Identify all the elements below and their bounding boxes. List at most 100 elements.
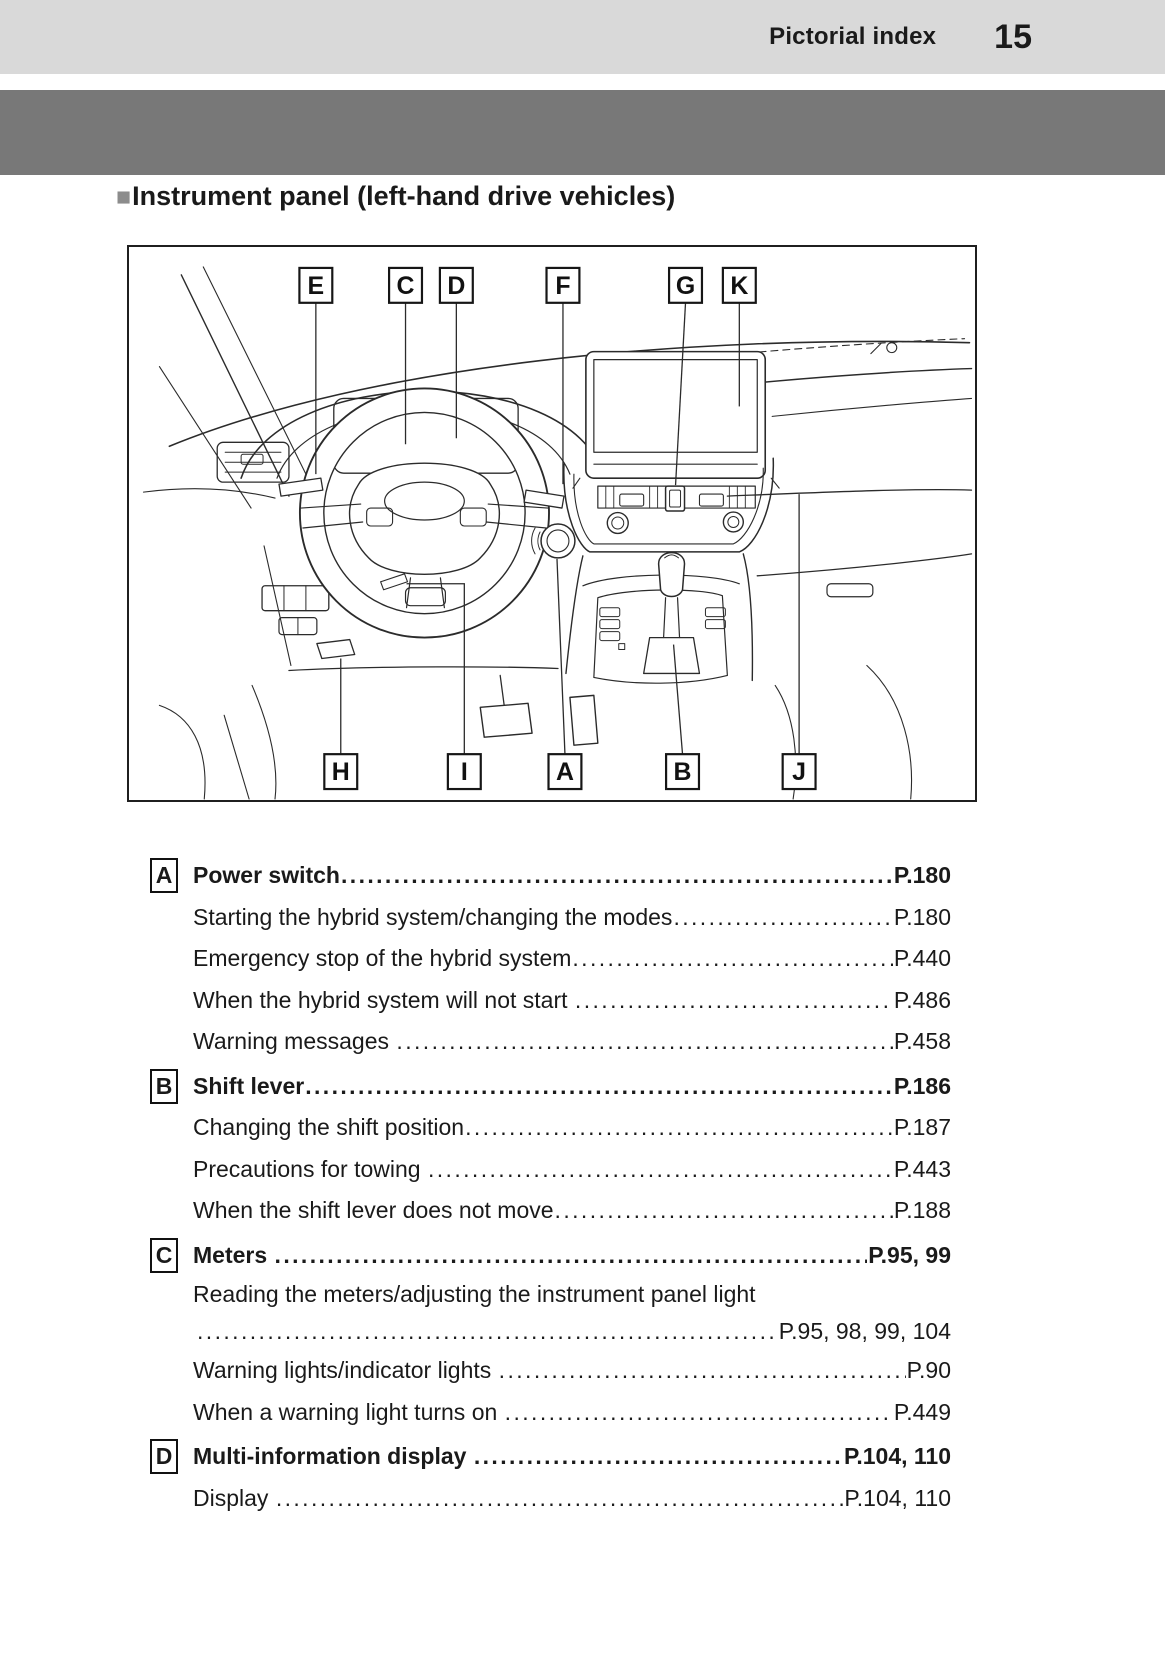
dot-leader (428, 1156, 893, 1183)
callout-b: B (664, 753, 701, 791)
index-entry-continuation: P.95, 98, 99, 104 (150, 1312, 951, 1350)
callout-c-label: C (397, 272, 415, 300)
callout-a: A (547, 753, 583, 791)
dot-leader (572, 945, 892, 972)
letter-badge-text: A (155, 862, 173, 889)
index-entry: Precautions for towing P.443 (150, 1149, 951, 1191)
index-entry: Reading the meters/adjusting the instrum… (150, 1276, 951, 1312)
dot-leader (555, 1197, 893, 1224)
dashboard-line-art (142, 266, 973, 800)
page-ref: P.486 (893, 986, 951, 1013)
page-ref: P.449 (893, 1398, 951, 1425)
page-ref: P.95, 99 (868, 1241, 951, 1268)
callout-leader-lines (315, 302, 800, 755)
page-ref: P.443 (893, 1155, 951, 1182)
callout-i-label: I (461, 758, 468, 786)
index-entry: Warning lights/indicator lights P.90 (150, 1350, 951, 1392)
entry-title: When a warning light turns on (193, 1398, 504, 1425)
callout-h: H (323, 753, 359, 791)
dot-leader (275, 1242, 868, 1269)
index-entry: Emergency stop of the hybrid system P.44… (150, 938, 951, 980)
entry-title: Power switch (193, 862, 340, 889)
index-entry: Display P.104, 110 (150, 1478, 951, 1520)
letter-badge-text: C (155, 1241, 173, 1268)
callout-g: G (667, 266, 704, 304)
dot-leader (341, 862, 893, 889)
callout-f-label: F (555, 272, 570, 300)
square-bullet-icon: ■ (116, 183, 132, 211)
dot-leader (396, 1028, 892, 1055)
index-section-row: D Multi-information display P.104, 110 (150, 1436, 951, 1478)
dashboard-illustration: E C D F G K H I A B J (142, 266, 973, 800)
index-entry: When the hybrid system will not start P.… (150, 980, 951, 1022)
index-section-row: C Meters P.95, 99 (150, 1235, 951, 1277)
index-entry: When the shift lever does not move P.188 (150, 1190, 951, 1232)
dot-leader (276, 1485, 844, 1512)
callout-f: F (545, 266, 581, 304)
index-entry: Starting the hybrid system/changing the … (150, 897, 951, 939)
section-heading: ■Instrument panel (left-hand drive vehic… (116, 181, 675, 212)
entry-title: When the hybrid system will not start (193, 986, 574, 1013)
dot-leader (305, 1073, 893, 1100)
callout-k-label: K (730, 272, 748, 300)
callout-k: K (721, 266, 757, 304)
letter-badge: D (150, 1439, 178, 1475)
entry-title: Warning lights/indicator lights (193, 1357, 498, 1384)
page-ref: P.180 (893, 903, 951, 930)
callout-b-label: B (674, 758, 692, 786)
entry-title: Emergency stop of the hybrid system (193, 945, 572, 972)
entry-title: Meters (193, 1241, 274, 1268)
callout-h-label: H (332, 758, 350, 786)
page-ref: P.186 (893, 1072, 951, 1099)
entry-title: Precautions for towing (193, 1155, 427, 1182)
entry-title: Multi-information display (193, 1443, 473, 1470)
page-ref: P.90 (906, 1357, 951, 1384)
letter-badge-text: D (155, 1443, 173, 1470)
page-ref: P.187 (893, 1114, 951, 1141)
dot-leader (197, 1318, 778, 1345)
page-header-bar: Pictorial index 15 (0, 0, 1165, 74)
dot-leader (575, 987, 893, 1014)
dot-leader (505, 1399, 893, 1426)
letter-badge: C (150, 1237, 178, 1273)
callout-c: C (387, 266, 424, 304)
callout-e: E (298, 266, 334, 304)
callout-i: I (446, 753, 482, 791)
callout-labels: E C D F G K H I A B J (298, 266, 817, 791)
entry-title: When the shift lever does not move (193, 1197, 554, 1224)
entry-title: Changing the shift position (193, 1114, 465, 1141)
page-ref: P.104, 110 (843, 1443, 951, 1470)
dot-leader (673, 904, 892, 931)
callout-a-label: A (556, 758, 574, 786)
instrument-panel-figure: E C D F G K H I A B J (127, 245, 977, 802)
callout-d: D (438, 266, 474, 304)
callout-e-label: E (308, 272, 325, 300)
page-ref: P.180 (893, 862, 951, 889)
index-section-row: A Power switch P.180 (150, 855, 951, 897)
callout-g-label: G (676, 272, 695, 300)
section-heading-text: Instrument panel (left-hand drive vehicl… (132, 181, 676, 211)
index-entry: Warning messages P.458 (150, 1021, 951, 1063)
page-ref: P.440 (893, 945, 951, 972)
entry-title: Shift lever (193, 1072, 305, 1099)
page-ref: P.188 (893, 1197, 951, 1224)
page-ref: P.95, 98, 99, 104 (778, 1317, 951, 1344)
dot-leader (465, 1114, 893, 1141)
entry-title: Warning messages (193, 1028, 396, 1055)
callout-j: J (781, 753, 817, 791)
letter-badge-text: B (155, 1072, 173, 1099)
header-page-number: 15 (994, 17, 1032, 56)
chapter-band (0, 90, 1165, 175)
page-ref: P.104, 110 (844, 1484, 951, 1511)
callout-j-label: J (792, 758, 806, 786)
dot-leader (474, 1443, 843, 1470)
pictorial-index-list: A Power switch P.180 Starting the hybrid… (150, 852, 951, 1519)
entry-title: Starting the hybrid system/changing the … (193, 903, 673, 930)
header-section-title: Pictorial index (769, 23, 937, 50)
letter-badge: B (150, 1068, 178, 1104)
page-ref: P.458 (893, 1028, 951, 1055)
dot-leader (499, 1357, 906, 1384)
index-section-row: B Shift lever P.186 (150, 1066, 951, 1108)
index-entry: When a warning light turns on P.449 (150, 1392, 951, 1434)
